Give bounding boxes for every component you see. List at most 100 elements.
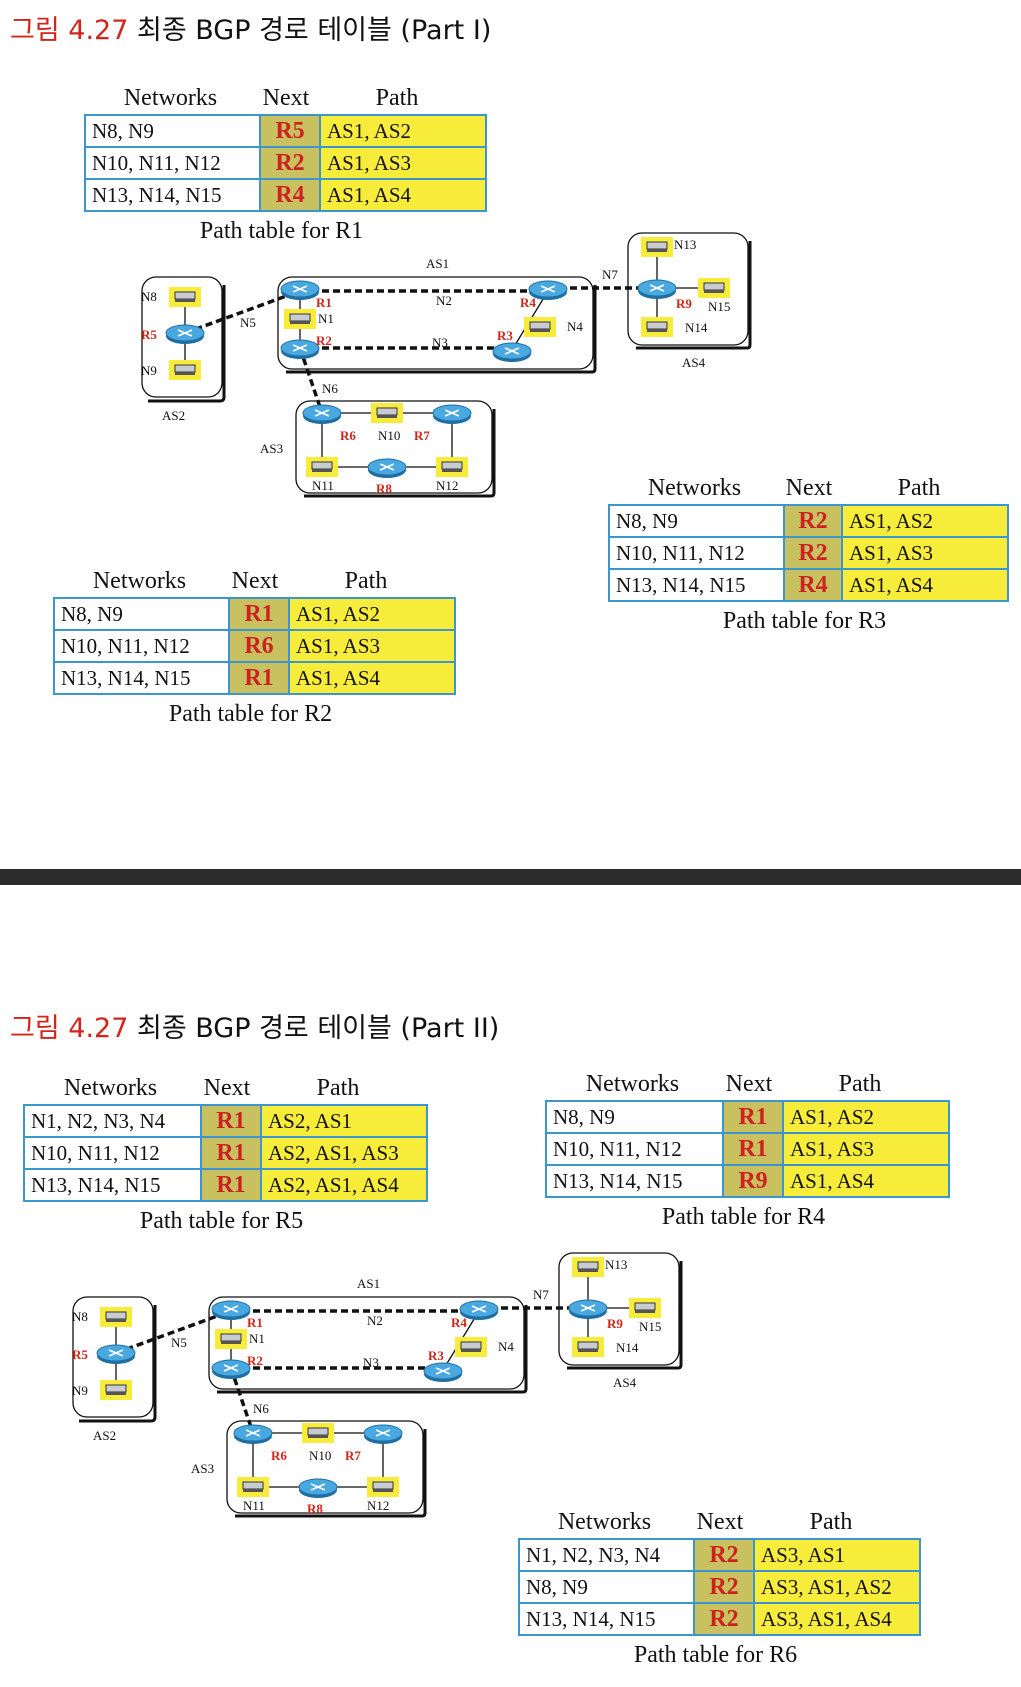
label-as4: AS4: [682, 355, 706, 370]
label-r2: R2: [247, 1353, 263, 1368]
label-as1: AS1: [426, 256, 449, 271]
label-n4: N4: [498, 1339, 514, 1354]
cell-next-hop: R2: [783, 504, 843, 538]
router-r2: [280, 339, 320, 359]
cell-path: AS1, AS2: [288, 597, 456, 631]
cell-networks: N1, N2, N3, N4: [23, 1104, 202, 1138]
label-n4: N4: [567, 319, 583, 334]
cell-networks: N8, N9: [518, 1570, 695, 1604]
host-n1: [215, 1329, 247, 1349]
label-r4: R4: [520, 295, 536, 310]
label-r3: R3: [497, 328, 513, 343]
label-n5: N5: [240, 315, 256, 330]
table-caption: Path table for R1: [199, 218, 364, 244]
label-as4: AS4: [613, 1375, 637, 1390]
host-n15: [698, 278, 730, 298]
header-next: Next: [785, 475, 833, 501]
host-n12: [367, 1477, 399, 1497]
label-n13: N13: [674, 237, 696, 252]
host-n11: [237, 1477, 269, 1497]
host-n15: [629, 1298, 661, 1318]
label-r6: R6: [271, 1448, 287, 1463]
cell-networks: N13, N14, N15: [518, 1602, 695, 1636]
cell-next-hop: R9: [722, 1164, 784, 1198]
label-n2: N2: [436, 293, 452, 308]
router-r8: [367, 458, 407, 478]
label-n12: N12: [436, 478, 458, 493]
header-next: Next: [262, 85, 310, 111]
cell-networks: N8, N9: [608, 504, 785, 538]
title-prefix: 그림: [10, 1013, 69, 1044]
host-n1: [284, 309, 316, 329]
label-n5: N5: [171, 1335, 187, 1350]
cell-next-hop: R2: [693, 1602, 755, 1636]
cell-next-hop: R2: [693, 1570, 755, 1604]
label-n10: N10: [309, 1448, 331, 1463]
host-n14: [572, 1337, 604, 1357]
label-n9: N9: [72, 1383, 88, 1398]
router-r7: [432, 404, 472, 424]
table-caption: Path table for R6: [633, 1642, 798, 1668]
cell-path: AS1, AS2: [841, 504, 1009, 538]
cell-networks: N13, N14, N15: [545, 1164, 724, 1198]
label-n7: N7: [533, 1287, 549, 1302]
host-n8: [100, 1307, 132, 1327]
host-n4: [455, 1337, 487, 1357]
link-n5: [184, 289, 301, 335]
header-path: Path: [344, 568, 388, 594]
label-r5: R5: [141, 327, 157, 342]
label-r3: R3: [428, 1348, 444, 1363]
header-next: Next: [725, 1071, 773, 1097]
label-n8: N8: [141, 289, 157, 304]
label-r1: R1: [247, 1315, 263, 1330]
as1-shadow: [217, 1305, 528, 1394]
label-r1: R1: [316, 295, 332, 310]
title-prefix: 그림: [10, 15, 69, 46]
host-n13: [641, 237, 673, 257]
header-networks: Networks: [585, 1071, 680, 1097]
label-r9: R9: [676, 296, 692, 311]
as2-shadow: [148, 285, 226, 403]
label-n14: N14: [685, 320, 708, 335]
cell-next-hop: R1: [200, 1104, 262, 1138]
label-n6: N6: [322, 381, 338, 396]
label-r7: R7: [345, 1448, 361, 1463]
cell-networks: N13, N14, N15: [23, 1168, 202, 1202]
section-divider: [0, 869, 1021, 885]
cell-path: AS1, AS3: [782, 1132, 950, 1166]
table-caption: Path table for R3: [722, 608, 887, 634]
cell-next-hop: R4: [259, 178, 321, 212]
cell-networks: N1, N2, N3, N4: [518, 1538, 695, 1572]
cell-networks: N8, N9: [53, 597, 230, 631]
cell-networks: N8, N9: [84, 114, 261, 148]
figure-number: 4.27: [68, 15, 129, 46]
label-r8: R8: [307, 1501, 323, 1516]
header-next: Next: [231, 568, 279, 594]
router-r5: [96, 1344, 136, 1364]
label-r9: R9: [607, 1316, 623, 1331]
as4-shadow: [567, 1261, 683, 1370]
host-n12: [436, 457, 468, 477]
cell-networks: N13, N14, N15: [53, 661, 230, 695]
cell-next-hop: R1: [200, 1136, 262, 1170]
cell-path: AS1, AS4: [782, 1164, 950, 1198]
label-as2: AS2: [93, 1428, 116, 1443]
router-r9: [637, 279, 677, 299]
figure-title-part1: 그림 4.27 최종 BGP 경로 테이블 (Part I): [10, 8, 491, 47]
label-n13: N13: [605, 1257, 627, 1272]
cell-next-hop: R2: [259, 146, 321, 180]
